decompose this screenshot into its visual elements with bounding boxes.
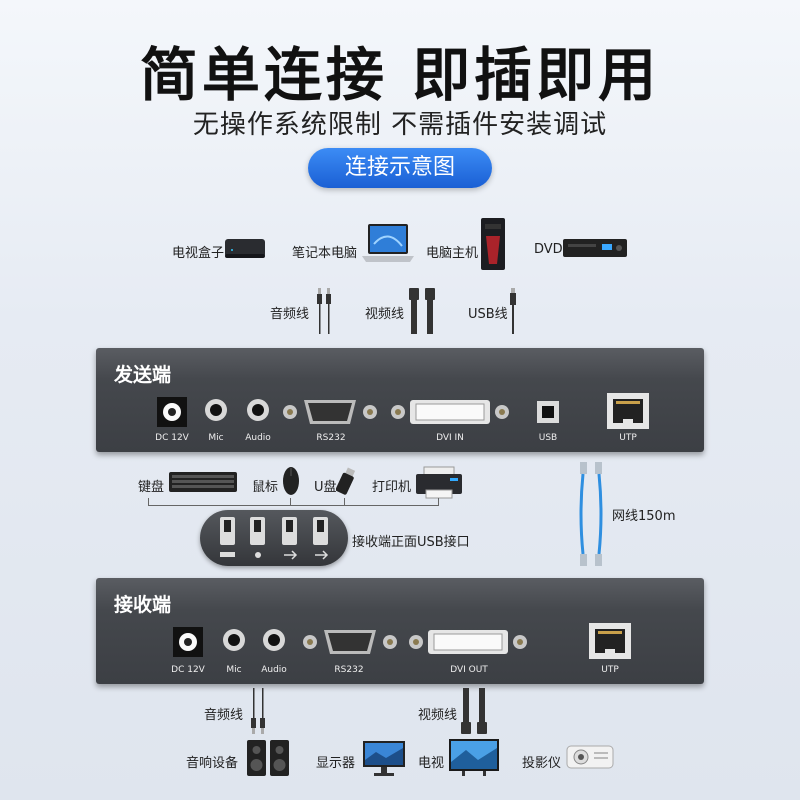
output-label-speakers: 音响设备 — [186, 756, 239, 771]
source-label-dvd: DVD — [534, 242, 563, 257]
output-label-tv: 电视 — [418, 756, 445, 771]
mouse-icon — [282, 466, 300, 500]
rs232-port — [302, 624, 398, 664]
port-label-dc: DC 12V — [155, 433, 189, 443]
port-label-mic: Mic — [208, 433, 224, 443]
utp-port — [606, 392, 650, 434]
transmitter-panel: 发送端 DC 12V Mic Audio RS232 DVI IN USB UT… — [96, 348, 704, 452]
receiver-title: 接收端 — [114, 594, 172, 616]
peripheral-label-printer: 打印机 — [372, 480, 412, 495]
printer-icon — [414, 466, 464, 504]
cable-label-video-top: 视频线 — [365, 307, 405, 322]
transmitter-title: 发送端 — [114, 364, 172, 386]
peripheral-label-keyboard: 键盘 — [138, 480, 165, 495]
source-label-tv-box: 电视盒子 — [172, 246, 225, 261]
dvi-out-port — [408, 626, 528, 662]
port-label-utp-rx: UTP — [601, 665, 619, 675]
network-cable-icon — [578, 462, 604, 570]
audio-cable-icon — [250, 688, 266, 738]
dc-power-port — [172, 626, 204, 662]
output-label-monitor: 显示器 — [316, 756, 356, 771]
port-label-dvi-out: DVI OUT — [450, 665, 488, 675]
main-title: 简单连接 即插即用 — [139, 41, 661, 109]
peripheral-label-mouse: 鼠标 — [252, 480, 279, 495]
utp-port — [588, 622, 632, 664]
video-cable-icon — [408, 288, 436, 338]
port-label-dvi-in: DVI IN — [436, 433, 464, 443]
front-usb-label: 接收端正面USB接口 — [352, 535, 470, 550]
cable-label-audio-bottom: 音频线 — [204, 708, 244, 723]
source-label-pc: 电脑主机 — [426, 246, 479, 261]
port-label-usb: USB — [538, 433, 558, 443]
usb-cable-icon — [508, 288, 518, 338]
rs232-port — [282, 394, 378, 434]
peripheral-label-usb-drive: U盘 — [314, 480, 337, 495]
video-cable-icon — [460, 688, 488, 738]
monitor-icon — [362, 740, 406, 782]
receiver-panel: 接收端 DC 12V Mic Audio RS232 DVI OUT UTP — [96, 578, 704, 684]
dvi-in-port — [390, 396, 510, 432]
subtitle: 无操作系统限制 不需插件安装调试 — [192, 110, 608, 140]
bracket-tick-4 — [438, 498, 439, 506]
audio-jack — [246, 398, 270, 426]
diagram-label-badge: 连接示意图 — [308, 148, 492, 188]
usb-drive-icon — [335, 466, 356, 500]
bracket-tick-1 — [148, 498, 149, 506]
pc-tower-icon — [478, 216, 508, 276]
port-label-dc-rx: DC 12V — [171, 665, 205, 675]
output-label-projector: 投影仪 — [522, 756, 562, 771]
laptop-icon — [362, 222, 414, 270]
source-label-laptop: 笔记本电脑 — [292, 246, 358, 261]
tv-icon — [448, 738, 500, 782]
mic-jack — [222, 628, 246, 656]
tv-box-icon — [224, 236, 266, 266]
usb-b-port — [536, 400, 560, 428]
keyboard-icon — [168, 470, 238, 498]
speakers-icon — [246, 738, 290, 782]
dvd-player-icon — [562, 236, 628, 264]
network-cable-label: 网线150m — [612, 509, 676, 524]
cable-label-audio-top: 音频线 — [270, 307, 310, 322]
dc-power-port — [156, 396, 188, 432]
port-label-rs232-rx: RS232 — [334, 665, 364, 675]
port-label-rs232: RS232 — [316, 433, 346, 443]
cable-label-video-bottom: 视频线 — [418, 708, 458, 723]
projector-icon — [566, 742, 614, 776]
port-label-utp: UTP — [619, 433, 637, 443]
bracket-tick-2 — [290, 498, 291, 506]
mic-jack — [204, 398, 228, 426]
audio-cable-icon — [316, 288, 332, 338]
audio-jack — [262, 628, 286, 656]
bracket-tick-3 — [344, 498, 345, 506]
front-usb-panel — [200, 510, 348, 566]
cable-label-usb-top: USB线 — [468, 307, 508, 322]
peripheral-bracket-line — [148, 505, 438, 506]
port-label-audio: Audio — [245, 433, 271, 443]
port-label-mic-rx: Mic — [226, 665, 242, 675]
port-label-audio-rx: Audio — [261, 665, 287, 675]
